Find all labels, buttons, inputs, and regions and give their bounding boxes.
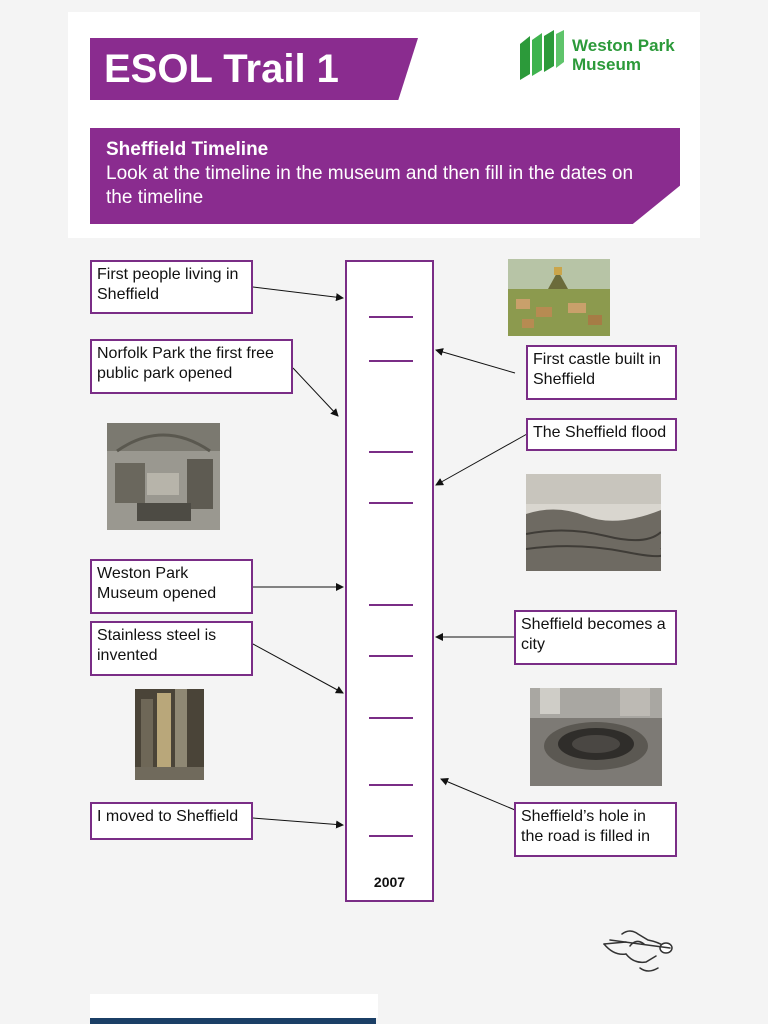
- event-stainless-steel: Stainless steel is invented: [90, 621, 253, 676]
- timeline-date-slot[interactable]: [369, 784, 413, 786]
- arrow-moved: [252, 817, 344, 829]
- timeline-date-slot[interactable]: [369, 316, 413, 318]
- event-weston-park-museum: Weston Park Museum opened: [90, 559, 253, 614]
- instructions-heading: Sheffield Timeline: [106, 139, 269, 160]
- arrow-stainless-steel: [252, 643, 344, 694]
- event-first-castle: First castle built in Sheffield: [526, 345, 677, 400]
- arrow-castle: [435, 348, 516, 374]
- footer-area: [90, 994, 378, 1018]
- footer-bar: [90, 1018, 376, 1024]
- page-title: ESOL Trail 1: [90, 38, 418, 100]
- timeline-date-slot[interactable]: [369, 604, 413, 606]
- castle-illustration-image: [508, 259, 610, 336]
- timeline-bar: 2007: [345, 260, 434, 902]
- event-hole-in-road: Sheffield’s hole in the road is filled i…: [514, 802, 677, 857]
- timeline-date-slot[interactable]: [369, 360, 413, 362]
- event-becomes-city: Sheffield becomes a city: [514, 610, 677, 665]
- event-norfolk-park: Norfolk Park the first free public park …: [90, 339, 293, 394]
- timeline-date-slot[interactable]: [369, 835, 413, 837]
- stainless-steel-photo: [135, 689, 204, 780]
- museum-logo-icon: [520, 30, 564, 80]
- flood-engraving-image: [526, 474, 661, 571]
- event-first-people: First people living in Sheffield: [90, 260, 253, 314]
- museum-interior-photo: [107, 423, 220, 530]
- logo-line-1: Weston Park: [572, 36, 675, 55]
- instructions-text: Look at the timeline in the museum and t…: [106, 163, 634, 208]
- arrow-hole-road: [440, 778, 516, 811]
- museum-logo-text: Weston Park Museum: [572, 36, 675, 74]
- timeline-date-slot[interactable]: [369, 451, 413, 453]
- arrow-first-people: [252, 286, 344, 302]
- arrow-norfolk-park: [292, 367, 339, 417]
- hand-writing-icon: [603, 930, 673, 972]
- timeline-date-slot[interactable]: [369, 655, 413, 657]
- logo-line-2: Museum: [572, 55, 641, 74]
- hole-in-road-photo: [530, 688, 662, 786]
- event-moved-to-sheffield: I moved to Sheffield: [90, 802, 253, 840]
- museum-logo: Weston Park Museum: [516, 30, 686, 86]
- event-sheffield-flood: The Sheffield flood: [526, 418, 677, 451]
- timeline-end-year: 2007: [373, 874, 406, 890]
- timeline-date-slot[interactable]: [369, 502, 413, 504]
- arrow-flood: [435, 433, 528, 486]
- timeline-date-slot[interactable]: [369, 717, 413, 719]
- instructions-banner: Sheffield Timeline Look at the timeline …: [90, 128, 680, 224]
